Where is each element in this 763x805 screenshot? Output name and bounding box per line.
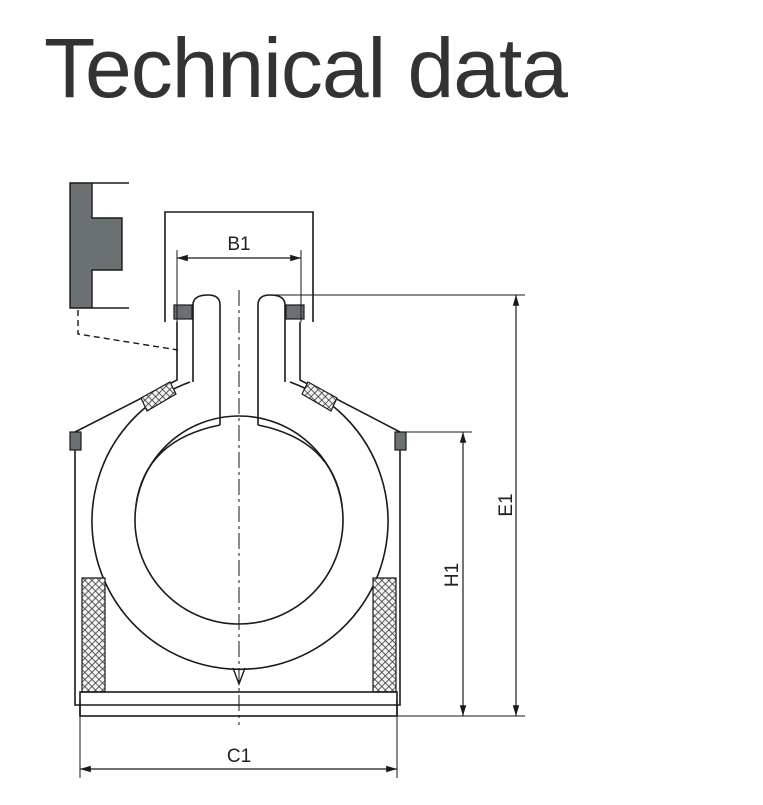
- dimension-label-h1: H1: [442, 563, 463, 587]
- dimension-h1: H1: [406, 431, 472, 716]
- dimension-c1: C1: [79, 716, 398, 778]
- branch-outlet: [164, 211, 314, 322]
- dimension-e1: E1: [272, 294, 525, 717]
- dimension-label-b1: B1: [227, 234, 250, 255]
- page-title: Technical data: [44, 21, 568, 115]
- dimension-b1: B1: [176, 234, 302, 322]
- dimension-label-e1: E1: [496, 493, 517, 516]
- saddle-body: [69, 294, 407, 717]
- seal-profile-detail: [69, 182, 179, 351]
- dimension-label-c1: C1: [227, 746, 251, 767]
